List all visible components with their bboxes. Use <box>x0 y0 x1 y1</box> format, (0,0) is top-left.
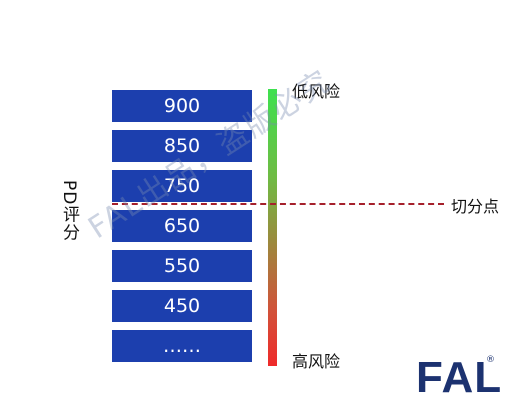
score-box-850: 850 <box>112 130 252 162</box>
pd-score-axis-label: PD评分 <box>59 180 79 242</box>
cutoff-dashed-line <box>112 203 444 205</box>
high-risk-label: 高风险 <box>292 352 341 371</box>
score-box-450: 450 <box>112 290 252 322</box>
registered-mark: ® <box>486 355 495 365</box>
score-box-750: 750 <box>112 170 252 202</box>
low-risk-label: 低风险 <box>292 82 341 101</box>
risk-gradient-bar <box>268 89 277 366</box>
fal-logo: FAL <box>416 353 503 402</box>
score-box-ellipsis: …… <box>112 330 252 362</box>
score-box-900: 900 <box>112 90 252 122</box>
score-box-650: 650 <box>112 210 252 242</box>
score-box-550: 550 <box>112 250 252 282</box>
cutoff-label: 切分点 <box>451 197 500 216</box>
